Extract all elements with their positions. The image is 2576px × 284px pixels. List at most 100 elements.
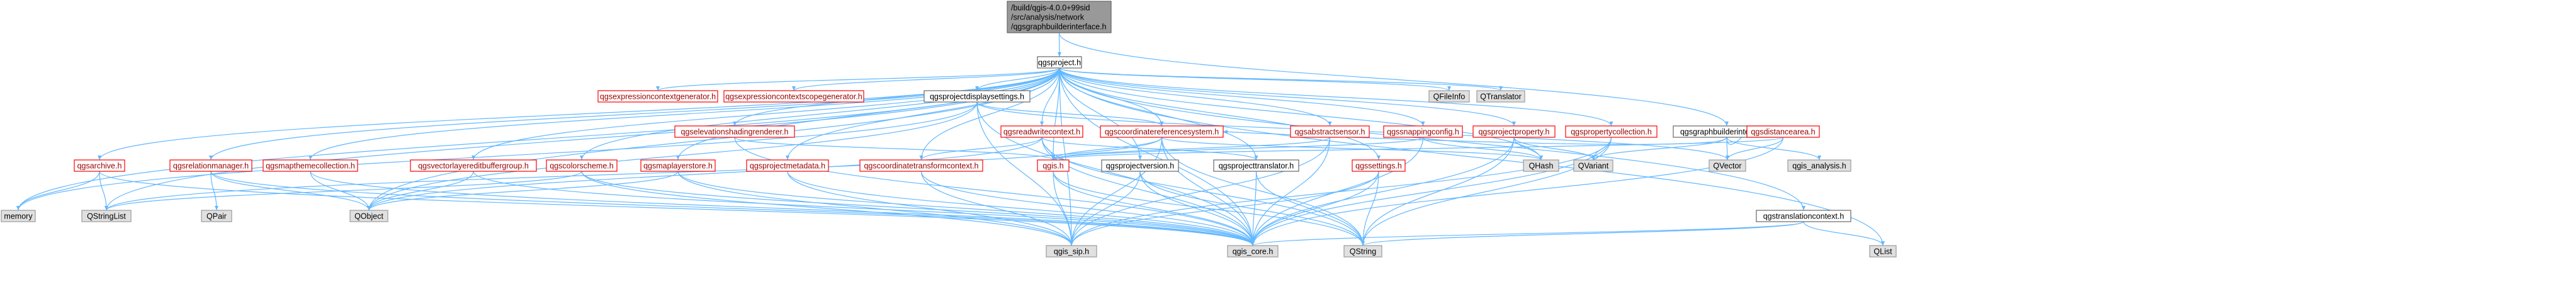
- node-qgstranslationcontext[interactable]: qgstranslationcontext.h: [1756, 210, 1851, 222]
- edge-qgsproject-to-qgsrelationmanager: [209, 67, 1060, 161]
- node-qlist[interactable]: QList: [1869, 245, 1897, 258]
- node-label-qgspropertycollection: qgspropertycollection.h: [1571, 128, 1652, 137]
- node-label-qgsprojectmetadata: qgsprojectmetadata.h: [750, 162, 825, 171]
- node-qobject[interactable]: QObject: [349, 210, 388, 222]
- node-qgselevationshadingrenderer[interactable]: qgselevationshadingrenderer.h: [674, 125, 795, 138]
- node-qgsprojectversion[interactable]: qgsprojectversion.h: [1101, 159, 1179, 172]
- node-qgsmaplayerstore[interactable]: qgsmaplayerstore.h: [640, 159, 716, 172]
- edge-qgsprojectproperty-to-qvariant: [1513, 137, 1595, 161]
- node-label-qgsabstractsensor: qgsabstractsensor.h: [1295, 128, 1365, 137]
- edge-qgsproject-to-qgstranslationcontext: [1059, 67, 1805, 211]
- edge-qgspropertycollection-to-qstring: [1361, 137, 1612, 246]
- node-qgsexpressioncontextscopegenerator[interactable]: qgsexpressioncontextscopegenerator.h: [723, 90, 864, 103]
- node-qgssettings[interactable]: qgssettings.h: [1352, 159, 1406, 172]
- node-box-qgssettings: [1352, 159, 1406, 172]
- node-qgscolorscheme[interactable]: qgscolorscheme.h: [546, 159, 618, 172]
- edge-qgsmaplayerstore-to-qgis_core: [677, 171, 1255, 246]
- node-box-qgsprojectversion: [1101, 159, 1179, 172]
- edge-qgsprojectversion-to-qgis_core: [1139, 171, 1255, 246]
- edge-qgsprojectdisplaysettings-to-qgis_core: [976, 101, 1255, 246]
- edge-qgsproject-to-qgssnappingconfig: [1059, 67, 1425, 127]
- node-label-qobject: QObject: [354, 212, 383, 221]
- edge-qgscoordinatereferencesystem-to-qgis: [1051, 137, 1163, 161]
- edge-qgsproject-to-qgsprojectversion: [1059, 67, 1142, 161]
- edge-qgsproject-to-qgsvectorlayereditbuffergroup: [472, 67, 1060, 161]
- edge-qgsprojecttranslator-to-qgis_core: [1251, 171, 1257, 246]
- edge-qgselevationshadingrenderer-to-qgis_core: [734, 137, 1255, 246]
- node-qgsarchive[interactable]: qgsarchive.h: [74, 159, 125, 172]
- node-label-qstringlist: QStringList: [87, 212, 126, 221]
- node-qgsreadwritecontext[interactable]: qgsreadwritecontext.h: [1000, 125, 1083, 138]
- node-box-qgspropertycollection: [1565, 125, 1658, 138]
- node-qgsexpressioncontextgenerator[interactable]: qgsexpressioncontextgenerator.h: [597, 90, 718, 103]
- node-qgis_core[interactable]: qgis_core.h: [1227, 245, 1279, 258]
- node-box-qstringlist: [81, 210, 132, 222]
- node-label-qgis: qgis.h: [1042, 162, 1063, 171]
- node-box-qgsprojecttranslator: [1213, 159, 1299, 172]
- node-qgsmapthemecollection[interactable]: qgsmapthemecollection.h: [263, 159, 358, 172]
- node-box-qgis_sip: [1046, 245, 1097, 258]
- node-qgsrelationmanager[interactable]: qgsrelationmanager.h: [169, 159, 252, 172]
- node-box-memory: [1, 210, 36, 222]
- node-qgsdistancearea[interactable]: qgsdistancearea.h: [1746, 125, 1820, 138]
- node-qgscoordinatereferencesystem[interactable]: qgscoordinatereferencesystem.h: [1100, 125, 1224, 138]
- node-qgsprojecttranslator[interactable]: qgsprojecttranslator.h: [1213, 159, 1299, 172]
- node-box-qlist: [1869, 245, 1897, 258]
- node-root[interactable]: /build/qgis-4.0.0+99sid/src/analysis/net…: [1007, 1, 1112, 33]
- node-label-qgscoordinatereferencesystem: qgscoordinatereferencesystem.h: [1105, 128, 1219, 137]
- node-qgsvectorlayereditbuffergroup[interactable]: qgsvectorlayereditbuffergroup.h: [410, 159, 537, 172]
- edge-qgsprojectproperty-to-qgis_core: [1251, 137, 1515, 246]
- edge-qgsprojectversion-to-qgis_sip: [1070, 171, 1141, 246]
- node-memory[interactable]: memory: [1, 210, 36, 222]
- node-box-qgssnappingconfig: [1383, 125, 1463, 138]
- edge-qgsproject-to-qgsarchive: [98, 67, 1060, 161]
- node-label-qgselevationshadingrenderer: qgselevationshadingrenderer.h: [681, 128, 789, 137]
- node-qpair[interactable]: QPair: [201, 210, 232, 222]
- edge-qgssettings-to-qgis_core: [1251, 171, 1379, 246]
- edge-qgstranslationcontext-to-qgis_core: [1251, 221, 1804, 246]
- node-label-qgsdistancearea: qgsdistancearea.h: [1751, 128, 1815, 137]
- node-qstring[interactable]: QString: [1343, 245, 1382, 258]
- node-box-qgsrelationmanager: [169, 159, 252, 172]
- edge-qgstranslationcontext-to-qstring: [1361, 221, 1804, 246]
- node-qgscoordinatetransformcontext[interactable]: qgscoordinatetransformcontext.h: [859, 159, 983, 172]
- edge-qgsprojectdisplaysettings-to-qgis_sip: [976, 101, 1073, 246]
- node-label-qgstranslationcontext: qgstranslationcontext.h: [1763, 212, 1844, 221]
- node-qfileinfo[interactable]: QFileInfo: [1428, 90, 1470, 103]
- edge-qgsproject-to-qgsexpressioncontextgenerator: [656, 67, 1060, 91]
- node-qgspropertycollection[interactable]: qgspropertycollection.h: [1565, 125, 1658, 138]
- node-qgsproject[interactable]: qgsproject.h: [1037, 56, 1082, 69]
- node-qgsprojectproperty[interactable]: qgsprojectproperty.h: [1472, 125, 1556, 138]
- edge-root-to-qgsproject: [1057, 32, 1061, 57]
- edge-qgsarchive-to-qstringlist: [99, 171, 108, 211]
- edge-qgsabstractsensor-to-qgis_core: [1251, 137, 1331, 246]
- node-qhash[interactable]: QHash: [1523, 159, 1559, 172]
- node-qvector[interactable]: QVector: [1709, 159, 1746, 172]
- node-box-qgsvectorlayereditbuffergroup: [410, 159, 537, 172]
- node-box-qgscolorscheme: [546, 159, 618, 172]
- node-label-root: /qgsgraphbuilderinterface.h: [1011, 23, 1107, 31]
- node-qgssnappingconfig[interactable]: qgssnappingconfig.h: [1383, 125, 1463, 138]
- node-qvariant[interactable]: QVariant: [1573, 159, 1613, 172]
- node-label-qgsmaplayerstore: qgsmaplayerstore.h: [643, 162, 713, 171]
- node-label-qgsprojectdisplaysettings: qgsprojectdisplaysettings.h: [930, 93, 1024, 101]
- edge-qgscolorscheme-to-qgis_core: [581, 171, 1255, 246]
- node-box-qgis_analysis: [1787, 159, 1851, 172]
- edge-qgsproject-to-qgscolorscheme: [580, 67, 1060, 161]
- node-label-qgsproject: qgsproject.h: [1038, 59, 1081, 67]
- node-qgis[interactable]: qgis.h: [1037, 159, 1070, 172]
- node-qgsprojectdisplaysettings[interactable]: qgsprojectdisplaysettings.h: [924, 90, 1031, 103]
- node-qgis_sip[interactable]: qgis_sip.h: [1046, 245, 1097, 258]
- node-qgsprojectmetadata[interactable]: qgsprojectmetadata.h: [746, 159, 829, 172]
- edge-qgsproject-to-qgscoordinatetransformcontext: [919, 67, 1060, 161]
- node-box-qgsexpressioncontextscopegenerator: [723, 90, 864, 103]
- node-qstringlist[interactable]: QStringList: [81, 210, 132, 222]
- node-qtranslator[interactable]: QTranslator: [1476, 90, 1525, 103]
- node-box-qgsexpressioncontextgenerator: [597, 90, 718, 103]
- node-qgsabstractsensor[interactable]: qgsabstractsensor.h: [1290, 125, 1370, 138]
- edge-qgssettings-to-qgis_sip: [1070, 171, 1379, 246]
- node-label-qhash: QHash: [1529, 162, 1554, 171]
- node-qgis_analysis[interactable]: qgis_analysis.h: [1787, 159, 1851, 172]
- node-box-qgis: [1037, 159, 1070, 172]
